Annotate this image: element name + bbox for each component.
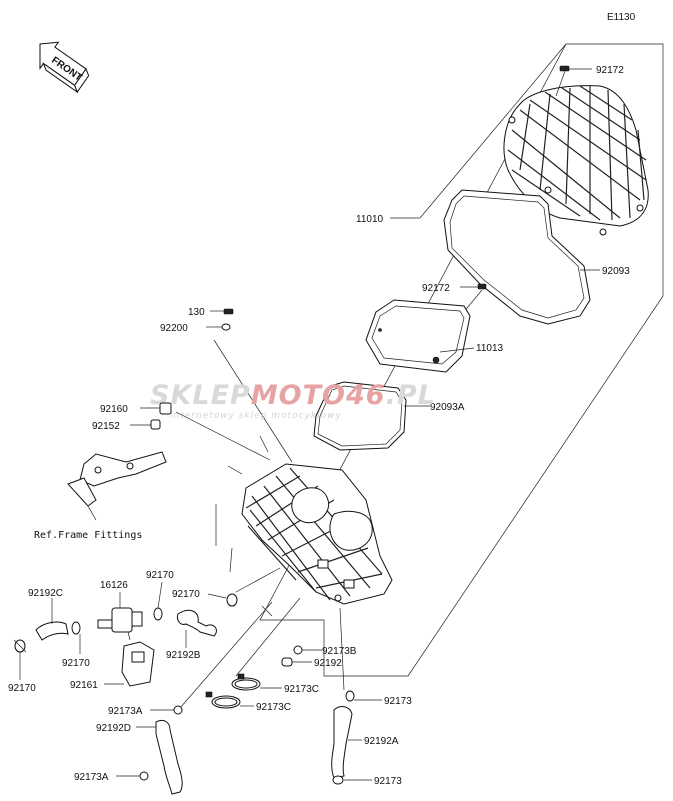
label-11013: 11013 (476, 343, 504, 354)
clip-92173a-lower (116, 771, 149, 781)
label-92192a: 92192A (364, 736, 399, 747)
label-92173c-b: 92173C (256, 702, 291, 713)
label-92173a-a: 92173A (108, 706, 143, 717)
label-92172-top: 92172 (596, 65, 624, 76)
label-92170-a: 92170 (8, 683, 36, 694)
label-92173-b: 92173 (374, 776, 402, 787)
bracket-92161 (104, 631, 155, 687)
label-92200: 92200 (160, 323, 188, 334)
clip-92173a-upper (150, 705, 183, 715)
label-92093a: 92093A (430, 402, 465, 413)
hose-92192a (331, 706, 362, 779)
cap-92192 (281, 657, 312, 667)
label-92170-b: 92170 (62, 658, 90, 669)
frame-bracket (67, 451, 167, 521)
clamp-92170-left (13, 639, 27, 680)
clamp-92170-housing (207, 593, 238, 607)
clip-92173-top (345, 690, 382, 702)
clamp-92173c-lower (205, 691, 254, 709)
label-92160: 92160 (100, 404, 128, 415)
front-arrow-icon: FRONT (39, 41, 90, 94)
clip-92173-bottom (332, 775, 372, 785)
label-92161: 92161 (70, 680, 98, 691)
clamp-92173c-upper (231, 673, 282, 691)
air-cleaner-upper-housing (503, 85, 649, 236)
watermark-brand-red: MOTO46 (251, 380, 386, 411)
clamp-92170-mid (71, 621, 81, 654)
label-92170-d: 92170 (172, 589, 200, 600)
label-92192d: 92192D (96, 723, 131, 734)
assembly-outline-11010 (259, 43, 664, 677)
washer-92200 (206, 323, 293, 463)
label-11010: 11010 (356, 214, 384, 225)
collar-92152 (130, 419, 161, 430)
air-filter-element-11013 (365, 299, 475, 373)
watermark-brand-tld: .PL (386, 380, 436, 411)
gasket-92093a (313, 381, 407, 451)
label-92173c-a: 92173C (284, 684, 319, 695)
gasket-92093 (443, 189, 591, 325)
hose-92192c (35, 598, 69, 641)
label-16126: 16126 (100, 580, 128, 591)
clamp-92170-right (153, 581, 163, 621)
clip-92173b (293, 645, 322, 655)
valve-16126 (97, 592, 143, 633)
ref-frame-fittings: Ref.Frame Fittings (34, 530, 142, 541)
label-92173: 92173 (384, 696, 412, 707)
label-92173b: 92173B (322, 646, 357, 657)
hose-92192b (177, 609, 217, 648)
hose-92192d (136, 719, 183, 795)
label-92172-mid: 92172 (422, 283, 450, 294)
label-92152: 92152 (92, 421, 120, 432)
bolt-130 (210, 308, 234, 315)
diagram-code: E1130 (607, 12, 636, 23)
grommet-92160 (140, 402, 172, 415)
screw-92172-top (555, 65, 592, 97)
svg-text:SKLEPMOTO46.PL: SKLEPMOTO46.PL (150, 380, 436, 411)
label-130: 130 (188, 307, 205, 318)
label-92192: 92192 (314, 658, 342, 669)
air-cleaner-lower-housing (241, 463, 393, 605)
label-92093: 92093 (602, 266, 630, 277)
label-92192b: 92192B (166, 650, 201, 661)
label-92173a-b: 92173A (74, 772, 109, 783)
label-92192c: 92192C (28, 588, 63, 599)
watermark-tagline: internetowy sklep motocyklowy (170, 411, 342, 421)
label-92170-c: 92170 (146, 570, 174, 581)
